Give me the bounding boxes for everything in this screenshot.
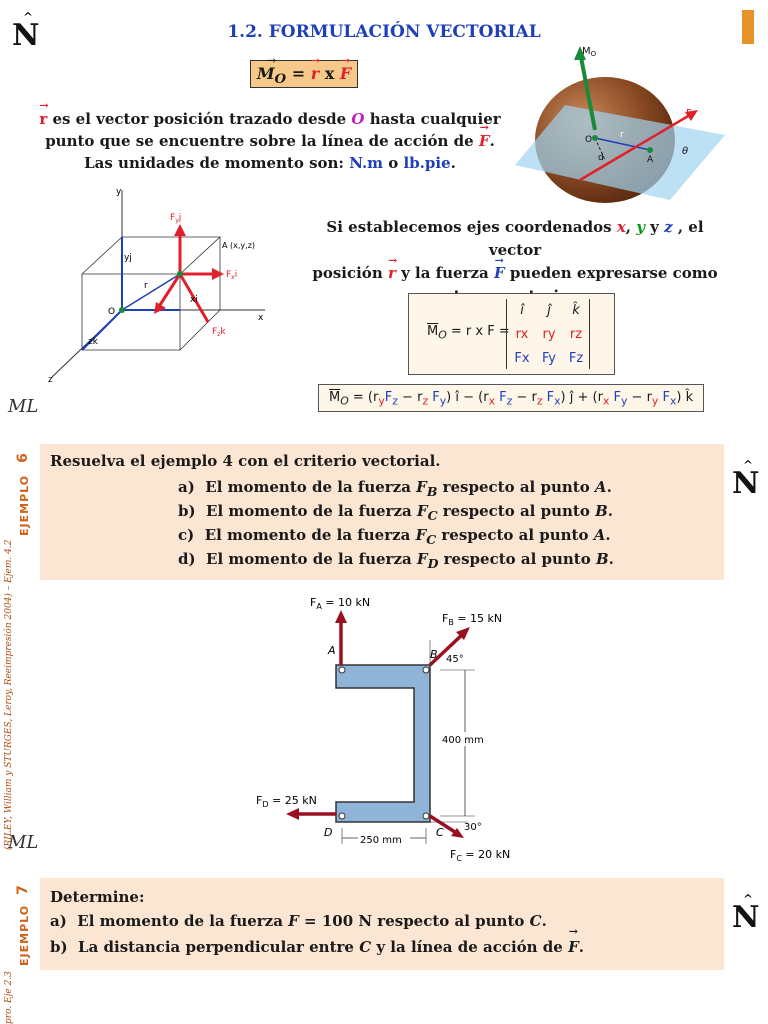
example7-box: Determine: a) El momento de la fuerza F … <box>40 878 724 970</box>
example6-heading: Resuelva el ejemplo 4 con el criterio ve… <box>50 452 441 470</box>
brand-logo-hat: ^ <box>743 458 754 472</box>
axis-z-label: z <box>48 375 53 385</box>
label-O: O <box>585 135 592 145</box>
example6-item-d: d) El momento de la fuerza FD respecto a… <box>178 550 614 571</box>
fb-label: FB = 15 kN <box>442 612 502 627</box>
moment-arrow-head <box>574 46 586 60</box>
example6-box: Resuelva el ejemplo 4 con el criterio ve… <box>40 444 724 580</box>
point-d: D <box>324 826 332 839</box>
moment-formula: MO = r x F <box>250 48 358 88</box>
yj-label: yj <box>124 253 132 263</box>
brand-logo-ex7: N^ <box>732 892 760 935</box>
determinant-matrix: î ĵ k̂ rx ry rz Fx Fy Fz <box>506 299 590 369</box>
dim-400: 400 mm <box>442 735 484 746</box>
m-k: k̂ <box>572 303 580 318</box>
brand-logo-ex6: N^ <box>732 458 760 501</box>
example6-side-label: EJEMPLO <box>18 474 31 536</box>
example7-number: 7 <box>14 885 31 895</box>
example7-item-b: b) La distancia perpendicular entre C y … <box>50 925 584 956</box>
example7-side-label: EJEMPLO <box>18 904 31 966</box>
example6-item-c: c) El momento de la fuerza FC respecto a… <box>178 526 611 547</box>
page-title: 1.2. FORMULACIÓN VECTORIAL <box>227 22 541 42</box>
formula-r: r <box>311 48 320 87</box>
unit-lbpie: lb.pie <box>403 154 451 172</box>
example7-reference: pro. Eje 2.3 <box>4 971 14 1024</box>
brand-logo-hat: ^ <box>743 892 754 906</box>
axis-y-label: y <box>116 187 122 197</box>
r-vector <box>594 137 651 151</box>
label-A: A <box>647 155 654 165</box>
label-MO: MO <box>582 46 597 58</box>
fa-label: FA = 10 kN <box>310 596 370 611</box>
m-j: ĵ <box>547 303 551 318</box>
axis-x-label: x <box>258 313 264 323</box>
determinant-box: MO = r x F = î ĵ k̂ rx ry rz Fx Fy Fz <box>408 293 615 375</box>
dim-250: 250 mm <box>360 835 402 846</box>
accent-bar <box>742 10 754 44</box>
m-i: î <box>520 303 524 318</box>
ml-logo-1: ML <box>8 396 39 417</box>
d-line <box>594 137 606 161</box>
angle-45: 45° <box>446 654 464 665</box>
plane <box>515 105 725 200</box>
xi-label: xi <box>190 295 198 305</box>
m-rz: rz <box>569 327 583 342</box>
fd-label: FD = 25 kN <box>256 794 317 809</box>
fxi-label: Fxi <box>226 270 237 281</box>
fyj-label: Fyj <box>170 213 181 224</box>
point-c: C <box>436 826 444 839</box>
brand-logo-hat: ^ <box>23 10 34 24</box>
m-ry: ry <box>542 327 556 342</box>
label-d: d <box>598 153 604 163</box>
force-line <box>579 110 696 182</box>
brand-logo-top: N^ <box>12 10 40 53</box>
zk-label: zk <box>88 337 99 347</box>
sphere-moment-figure: MO O r d A F θ <box>515 46 725 203</box>
intro-paragraph: r es el vector posición trazado desde O … <box>30 95 510 174</box>
formula-F: F <box>340 48 352 87</box>
m-fx: Fx <box>514 351 530 366</box>
example7-heading: Determine: <box>50 888 145 906</box>
label-theta: θ <box>682 146 688 157</box>
fc-label: FC = 20 kN <box>450 848 510 863</box>
example6-number: 6 <box>14 453 31 463</box>
m-rx: rx <box>515 327 529 342</box>
example6-item-a: a) El momento de la fuerza FB respecto a… <box>178 478 612 499</box>
point-a: A <box>327 644 336 657</box>
ml-logo-2: ML <box>8 832 39 853</box>
point-A <box>647 147 653 153</box>
angle-30: 30° <box>464 822 482 833</box>
origin-label: O <box>108 307 115 317</box>
example6-reference: (RILEY, William y STURGES, Leroy, Reeimp… <box>4 539 14 850</box>
unit-nm: N.m <box>349 154 384 172</box>
point-O <box>592 135 598 141</box>
point-b: B <box>430 648 438 661</box>
expansion-formula: MO = (ryFz − rz Fy) î − (rx Fz − rz Fx) … <box>318 384 704 412</box>
fzk-label: Fzk <box>212 327 226 338</box>
moment-arrow <box>578 51 597 131</box>
label-r: r <box>620 130 624 140</box>
bracket-shape <box>335 664 431 823</box>
m-fz: Fz <box>568 351 584 366</box>
point-a-label: A (x,y,z) <box>222 241 255 250</box>
example6-item-b: b) El momento de la fuerza FC respecto a… <box>178 502 613 523</box>
cartesian-figure: y x z O r yj xi zk A (x,y,z) Fyj Fxi Fzk <box>48 187 265 385</box>
label-F: F <box>686 108 692 119</box>
r-label: r <box>144 281 148 291</box>
example7-item-a: a) El momento de la fuerza F = 100 N res… <box>50 912 547 930</box>
determinant-label: MO = r x F = <box>427 324 510 342</box>
force-arrow-head <box>685 110 698 121</box>
formula-moment: MO <box>257 48 287 92</box>
m-fy: Fy <box>542 351 556 366</box>
bracket-figure: FA = 10 kN FB = 15 kN FD = 25 kN FC = 20… <box>256 596 510 863</box>
